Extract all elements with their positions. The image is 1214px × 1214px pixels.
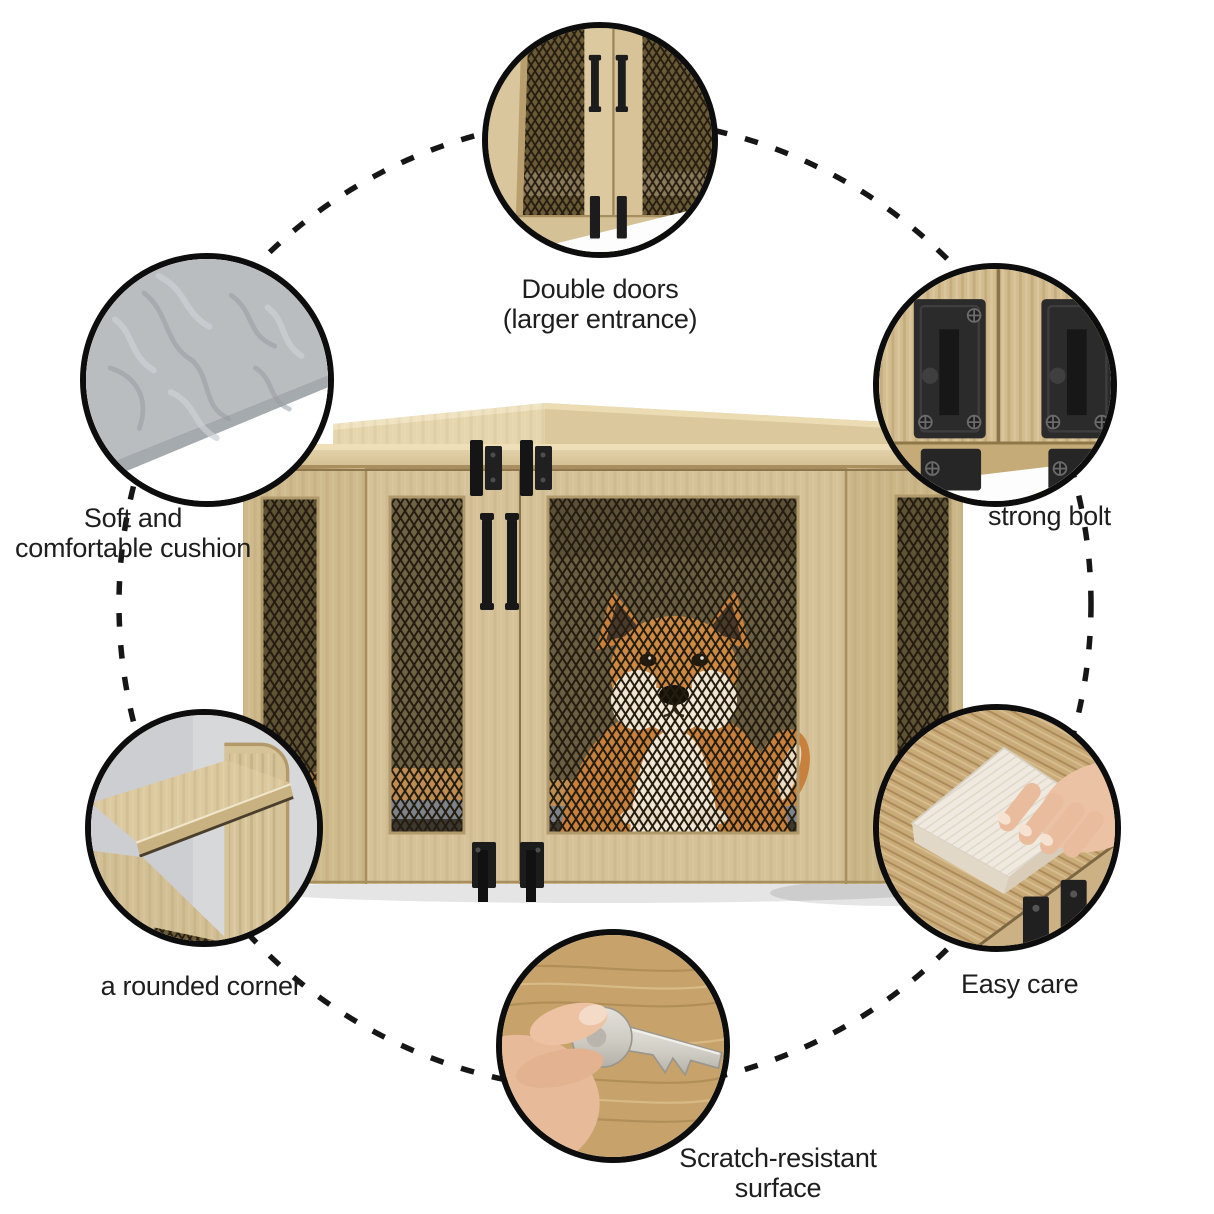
label-scratch-line2: surface (734, 1173, 822, 1203)
label-cushion: Soft and comfortable cushion (15, 503, 251, 563)
label-easy-care: Easy care (961, 969, 1079, 999)
callout-circle-strong-bolt (873, 263, 1117, 507)
label-rounded-corner: a rounded corner (100, 971, 302, 1001)
scratch-resistant-photo (502, 935, 724, 1157)
strong-bolt-photo (879, 269, 1111, 501)
cushion-photo (86, 259, 328, 501)
label-cushion-line2: comfortable cushion (15, 533, 251, 563)
label-scratch-resistant: Scratch-resistant surface (679, 1143, 877, 1203)
door-handles (480, 513, 519, 610)
hinges (470, 440, 552, 496)
callout-circle-double-doors (482, 22, 718, 258)
label-cushion-line1: Soft and (83, 503, 183, 533)
label-double-doors-line1: Double doors (521, 274, 679, 304)
callout-circle-easy-care (873, 704, 1121, 952)
double-doors-photo (488, 28, 712, 252)
callout-circle-scratch-resistant (496, 929, 730, 1163)
label-scratch-line1: Scratch-resistant (679, 1143, 877, 1173)
rounded-corner-photo (91, 715, 317, 941)
label-double-doors: Double doors (larger entrance) (503, 274, 698, 334)
callout-circle-cushion (80, 253, 334, 507)
dashed-ring (116, 115, 1094, 1093)
label-double-doors-line2: (larger entrance) (502, 304, 698, 334)
label-strong-bolt: strong bolt (988, 501, 1111, 531)
easy-care-photo (879, 710, 1115, 946)
bottom-bolts (472, 842, 544, 902)
callout-circle-rounded-corner (85, 709, 323, 947)
dog-illustration (546, 495, 810, 835)
